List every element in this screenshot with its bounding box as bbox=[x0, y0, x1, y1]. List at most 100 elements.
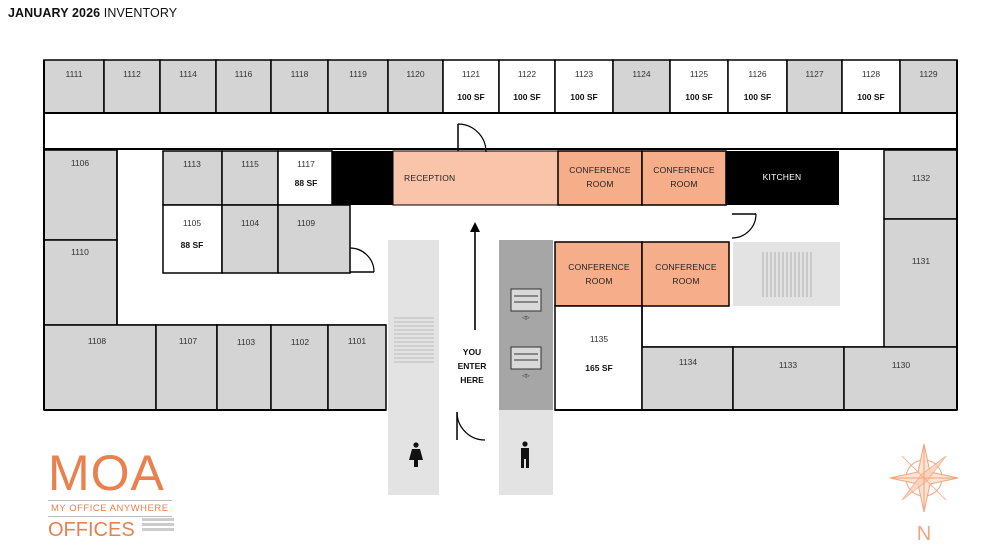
office-1126-vacant[interactable] bbox=[727, 59, 788, 114]
office-1120-number: 1120 bbox=[406, 69, 425, 79]
conference-room-4-label-1: CONFERENCE bbox=[655, 262, 717, 272]
office-1102-number: 1102 bbox=[291, 337, 310, 347]
office-1118[interactable] bbox=[270, 59, 329, 114]
conference-room-2-label-2: ROOM bbox=[670, 179, 697, 189]
conference-room-2-label-1: CONFERENCE bbox=[653, 165, 715, 175]
office-1107-number: 1107 bbox=[179, 336, 198, 346]
conference-room-4-label-2: ROOM bbox=[672, 276, 699, 286]
kitchen bbox=[726, 151, 839, 205]
office-1116[interactable] bbox=[215, 59, 272, 114]
kitchen-door-swing bbox=[731, 213, 757, 239]
office-1101[interactable] bbox=[327, 324, 387, 411]
office-1118-number: 1118 bbox=[291, 69, 309, 79]
office-1131-number: 1131 bbox=[912, 256, 931, 266]
office-1105-vacant[interactable] bbox=[162, 204, 223, 274]
conference-room-3[interactable] bbox=[554, 241, 643, 307]
conference-room-1[interactable] bbox=[557, 150, 643, 206]
office-1134[interactable] bbox=[641, 346, 734, 411]
office-1119[interactable] bbox=[327, 59, 389, 114]
logo-moa-text: MOA bbox=[48, 445, 165, 501]
entry-arrow-head bbox=[470, 222, 480, 232]
you-enter-here-2: ENTER bbox=[458, 361, 487, 371]
office-1123-vacant[interactable] bbox=[554, 59, 614, 114]
office-1129[interactable] bbox=[899, 59, 958, 114]
office-1102[interactable] bbox=[270, 324, 329, 411]
office-1106-number: 1106 bbox=[71, 158, 90, 168]
office-1120[interactable] bbox=[387, 59, 444, 114]
office-1105-size: 88 SF bbox=[181, 240, 204, 250]
office-1128-number: 1128 bbox=[862, 69, 881, 79]
office-1126-size: 100 SF bbox=[744, 92, 771, 102]
office-1124[interactable] bbox=[612, 59, 671, 114]
logo-offices-text: OFFICES bbox=[48, 519, 135, 541]
office-1129-number: 1129 bbox=[919, 69, 938, 79]
conference-room-1-label-2: ROOM bbox=[586, 179, 613, 189]
dark-storage bbox=[332, 151, 393, 205]
office-1122-vacant[interactable] bbox=[498, 59, 556, 114]
office-1125-vacant[interactable] bbox=[669, 59, 729, 114]
reception-area bbox=[392, 150, 559, 206]
you-enter-here-1: YOU bbox=[463, 347, 481, 357]
office-1109[interactable] bbox=[277, 204, 351, 274]
elevator-icon: ◁▷ bbox=[510, 346, 542, 379]
office-1111[interactable] bbox=[43, 59, 105, 114]
main-door-swing bbox=[456, 411, 486, 441]
elevator-bank bbox=[499, 240, 553, 410]
office-1132[interactable] bbox=[883, 149, 958, 220]
office-1122-number: 1122 bbox=[518, 69, 537, 79]
office-1107[interactable] bbox=[155, 324, 218, 411]
office-1116-number: 1116 bbox=[235, 69, 253, 79]
reception-door-swing bbox=[457, 123, 487, 153]
office-1113-number: 1113 bbox=[183, 159, 201, 169]
office-1104[interactable] bbox=[221, 204, 279, 274]
logo-bars bbox=[142, 518, 174, 533]
office-1135-vacant[interactable] bbox=[554, 305, 643, 411]
office-1113[interactable] bbox=[162, 150, 223, 206]
office-1117-number: 1117 bbox=[297, 159, 315, 169]
conference-room-4[interactable] bbox=[641, 241, 730, 307]
office-1126-number: 1126 bbox=[748, 69, 767, 79]
logo-subtitle: MY OFFICE ANYWHERE bbox=[48, 500, 172, 517]
conference-room-3-label-2: ROOM bbox=[585, 276, 612, 286]
office-1114[interactable] bbox=[159, 59, 217, 114]
compass-icon: N bbox=[889, 443, 959, 545]
office-1128-vacant[interactable] bbox=[841, 59, 901, 114]
svg-text:◁▷: ◁▷ bbox=[522, 315, 530, 321]
office-1115[interactable] bbox=[221, 150, 279, 206]
office-1105-number: 1105 bbox=[183, 218, 202, 228]
office-1108-number: 1108 bbox=[88, 336, 107, 346]
elevator-icon: ◁▷ bbox=[510, 288, 542, 321]
you-enter-here-3: HERE bbox=[460, 375, 484, 385]
office-1109-number: 1109 bbox=[297, 218, 316, 228]
office-1111-number: 1111 bbox=[65, 69, 82, 79]
office-1131[interactable] bbox=[883, 218, 958, 348]
office-1133[interactable] bbox=[732, 346, 845, 411]
office-1103-number: 1103 bbox=[237, 337, 256, 347]
office-1112[interactable] bbox=[103, 59, 161, 114]
office-1125-number: 1125 bbox=[690, 69, 709, 79]
women-restroom-icon bbox=[409, 442, 423, 467]
office-1117-vacant[interactable] bbox=[277, 150, 333, 206]
office-1122-size: 100 SF bbox=[513, 92, 540, 102]
stairs-icon bbox=[762, 252, 812, 297]
office-1127[interactable] bbox=[786, 59, 843, 114]
office-1130-number: 1130 bbox=[892, 360, 911, 370]
men-restroom-icon bbox=[521, 441, 529, 468]
office-1123-size: 100 SF bbox=[570, 92, 597, 102]
office-1134-number: 1134 bbox=[679, 357, 698, 367]
office-1130[interactable] bbox=[843, 346, 958, 411]
stairs-icon bbox=[394, 317, 434, 363]
office-1127-number: 1127 bbox=[805, 69, 824, 79]
office-1121-vacant[interactable] bbox=[442, 59, 500, 114]
office-1125-size: 100 SF bbox=[685, 92, 712, 102]
conference-room-2[interactable] bbox=[641, 150, 727, 206]
kitchen-label: KITCHEN bbox=[763, 172, 802, 182]
office-1135-size: 165 SF bbox=[585, 363, 612, 373]
top-corridor bbox=[43, 112, 958, 150]
door-swing-1109 bbox=[349, 247, 375, 273]
office-1110[interactable] bbox=[43, 239, 118, 326]
office-1133-number: 1133 bbox=[779, 360, 798, 370]
office-1104-number: 1104 bbox=[241, 218, 260, 228]
